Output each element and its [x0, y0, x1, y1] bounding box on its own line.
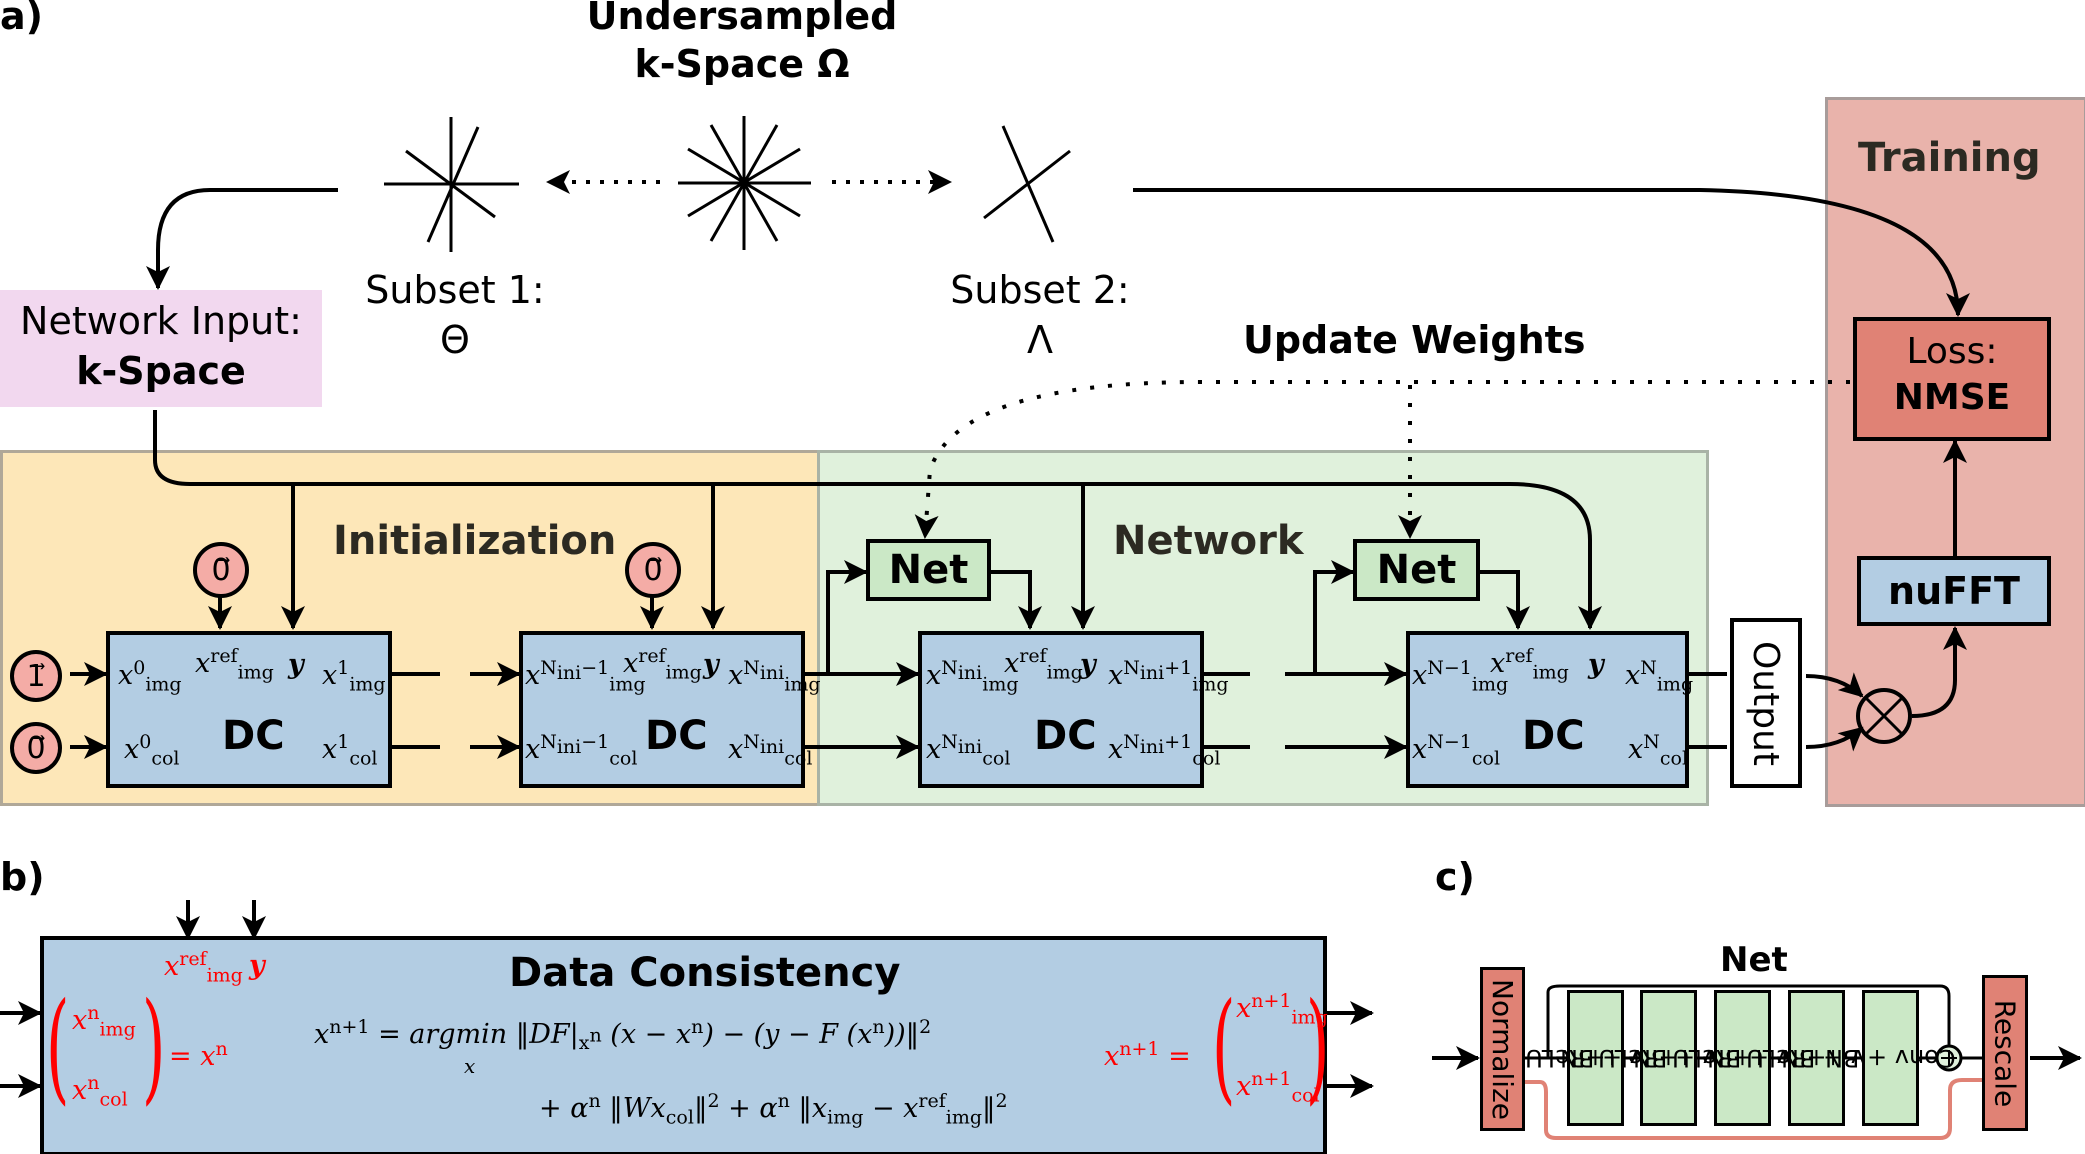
- dc3-in-col: xNinicol: [926, 731, 1011, 770]
- dc-block-4: xN−1img xrefimg y xNimg xN−1col DC xNcol: [1406, 631, 1693, 788]
- dc1-in-col: x0col: [124, 731, 180, 770]
- dc2-ref: xrefimg: [623, 645, 702, 684]
- loss-nmse: NMSE: [1893, 377, 2011, 418]
- conv-layer-5: Conv + BN: [1825, 990, 1956, 1126]
- dc1-label: DC: [222, 713, 285, 759]
- b-equation-line2: + αn ‖Wxcol‖2 + αn ‖ximg − xrefimg‖2: [539, 1090, 1008, 1129]
- panel-b-label: b): [0, 855, 45, 899]
- data-consistency-title: Data Consistency: [509, 950, 901, 996]
- update-weights-label: Update Weights: [1243, 318, 1586, 362]
- b-lhs-col: xncol: [72, 1072, 128, 1111]
- loss-label: Loss:: [1906, 331, 1998, 372]
- b-equation-line1: xn+1 = argmin ‖DF|xn (x − xn) − (y − F (…: [314, 1016, 932, 1055]
- subset1-caption: Subset 1: Θ: [350, 265, 560, 365]
- dc1-in-img: x0img: [118, 657, 182, 696]
- dc4-in-col: xN−1col: [1412, 731, 1501, 770]
- nufft-box: nuFFT: [1857, 556, 2051, 626]
- data-consistency-box: Data Consistency xrefimg y ( xnimg xncol…: [40, 936, 1330, 1154]
- dc3-out-img: xNini+1img: [1108, 657, 1229, 696]
- conv-layer-2: Conv + BN+ReLU: [1598, 990, 1764, 1126]
- output-box: Output: [1730, 618, 1802, 788]
- subset2-caption: Subset 2: Λ: [935, 265, 1145, 365]
- b-ref-input: xrefimg: [164, 948, 243, 987]
- dc2-in-img: xNini−1img: [525, 657, 646, 696]
- output-label: Output: [1745, 640, 1787, 766]
- dc-block-1: x0img xrefimg y x1img x0col DC x1col: [106, 631, 392, 788]
- dc2-out-col: xNinicol: [728, 731, 813, 770]
- panel-c-label: c): [1435, 855, 1475, 899]
- subset2-label: Subset 2:: [950, 268, 1130, 312]
- conv-layer-1: Conv + BN+ReLU: [1525, 990, 1691, 1126]
- b-rhs-col: xn+1col: [1236, 1068, 1320, 1107]
- zeros-vector-input: 0⃗: [10, 722, 62, 774]
- kspace-bus: [153, 410, 1602, 630]
- zeros-ref-input-2: 0⃗: [625, 542, 681, 598]
- dc4-in-img: xN−1img: [1412, 657, 1509, 696]
- net-architecture-title: Net: [1720, 940, 1788, 980]
- dc3-out-col: xNini+1col: [1108, 731, 1221, 770]
- dc4-label: DC: [1522, 713, 1585, 759]
- conv5-line1: Conv + BN: [1825, 1044, 1956, 1072]
- training-title: Training: [1858, 135, 2041, 181]
- b-lhs-eq: = xn: [169, 1038, 228, 1072]
- dc1-ref: xrefimg: [195, 645, 274, 684]
- ones-vector-input: 1⃗: [10, 650, 62, 702]
- b-lhs-paren-close: ): [142, 978, 166, 1117]
- dc1-y: y: [288, 649, 304, 680]
- dc4-y: y: [1588, 649, 1604, 680]
- network-input-label: Network Input:: [20, 299, 302, 343]
- initialization-title: Initialization: [333, 518, 617, 564]
- undersampled-title: Undersampled k-Space Ω: [542, 0, 942, 88]
- network-title: Network: [1113, 518, 1304, 564]
- dc2-in-col: xNini−1col: [525, 731, 638, 770]
- dc4-out-img: xNimg: [1625, 657, 1694, 696]
- b-rhs-paren-open: (: [1212, 978, 1236, 1117]
- dc3-y: y: [1080, 649, 1096, 680]
- title-line-2: k-Space Ω: [634, 42, 850, 86]
- dc2-label: DC: [645, 713, 708, 759]
- dc3-ref: xrefimg: [1004, 645, 1083, 684]
- rescale-block: Rescale: [1982, 975, 2028, 1131]
- conv-layer-4: Conv + BN+ReLU: [1746, 990, 1912, 1126]
- b-argmin-sub: x: [464, 1054, 476, 1078]
- kspace-pattern-subset1: [384, 117, 519, 252]
- net-block-1: Net: [866, 539, 991, 601]
- subset2-symbol: Λ: [1027, 318, 1053, 362]
- b-rhs-eq: xn+1 =: [1104, 1038, 1191, 1072]
- conv-layer-3: Conv + BN+ReLU: [1672, 990, 1838, 1126]
- kspace-pattern-full: [678, 116, 811, 250]
- b-lhs-img: xnimg: [72, 1002, 136, 1041]
- b-y-input: y: [249, 950, 265, 981]
- dc3-in-img: xNiniimg: [926, 657, 1019, 696]
- zeros-ref-input-1: 0⃗: [193, 542, 249, 598]
- b-lhs-paren-open: (: [46, 978, 70, 1117]
- b-rhs-paren-close: ): [1306, 978, 1330, 1117]
- subset1-label: Subset 1:: [365, 268, 545, 312]
- arrow-subset1-to-input: [146, 188, 338, 290]
- dc-block-2: xNini−1img xrefimg y xNiniimg xNini−1col…: [519, 631, 821, 788]
- kspace-pattern-subset2: [983, 125, 1071, 243]
- network-input-kspace: k-Space: [76, 349, 246, 393]
- dc-block-3: xNiniimg xrefimg y xNini+1img xNinicol D…: [918, 631, 1229, 788]
- title-line-1: Undersampled: [586, 0, 898, 38]
- dc1-out-img: x1img: [322, 657, 386, 696]
- dc2-y: y: [703, 649, 719, 680]
- arrow-subset2-to-loss: [1133, 188, 1970, 317]
- net-block-2: Net: [1353, 539, 1480, 601]
- dc2-out-img: xNiniimg: [728, 657, 821, 696]
- loss-box: Loss: NMSE: [1853, 317, 2051, 441]
- dc3-label: DC: [1034, 713, 1097, 759]
- b-rhs-img: xn+1img: [1236, 990, 1328, 1029]
- dc4-ref: xrefimg: [1490, 645, 1569, 684]
- normalize-block: Normalize: [1480, 967, 1525, 1131]
- panel-a-label: a): [0, 0, 44, 38]
- network-input-box: Network Input: k-Space: [0, 290, 322, 407]
- subset1-symbol: Θ: [440, 318, 470, 362]
- rescale-label: Rescale: [1988, 999, 2022, 1107]
- dc4-out-col: xNcol: [1628, 731, 1689, 770]
- dc1-out-col: x1col: [322, 731, 378, 770]
